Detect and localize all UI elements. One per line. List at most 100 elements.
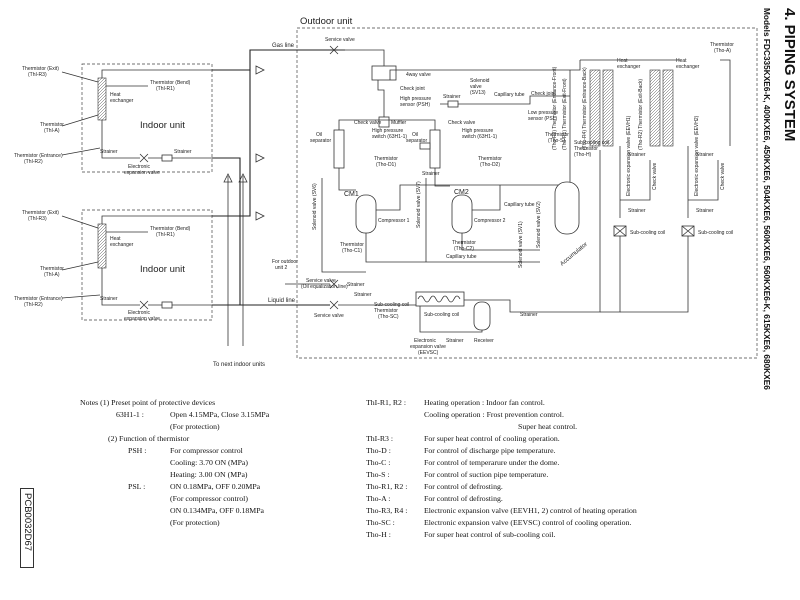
ohx-front-label-b: exchanger — [617, 64, 641, 70]
hps-label-b: sensor (PSH) — [400, 102, 430, 108]
func-key: ThI-R3 : — [366, 434, 394, 443]
sub-cooling-coil-r1: Sub-cooling coil — [630, 230, 665, 236]
notes-psl-2: (For compressor control) — [170, 494, 248, 503]
sv7-label: Solenoid valve (SV7) — [416, 181, 422, 228]
thi-r3-label-2: Thermistor (Exit) — [22, 210, 59, 216]
strainer-label-1b: Strainer — [174, 149, 192, 155]
strainer-r1: Strainer — [628, 152, 646, 158]
hps1-label-b: switch (63H1-1) — [372, 134, 407, 140]
func-value: Heating operation : Indoor fan control. — [424, 398, 545, 407]
func-key: Tho-R1, R2 : — [366, 482, 408, 491]
thi-r2-label-2: Thermistor (Entrance) — [14, 296, 63, 302]
notes-63h1-note: (For protection) — [170, 422, 220, 431]
check-valve-1-label: Check valve — [354, 120, 381, 126]
thi-r2-label-1: Thermistor (Entrance) — [14, 153, 63, 159]
outdoor-heat-exchanger-front-b — [602, 69, 614, 147]
strainer-label-top: Strainer — [443, 94, 461, 100]
func-value: For super heat control of sub-cooling co… — [424, 530, 556, 539]
lps-label: Low pressure — [528, 110, 558, 116]
thi-a-label-1b: (ThI-A) — [44, 128, 60, 134]
service-valve-bottom: Service valve — [314, 313, 344, 319]
sv13-label-c: (SV13) — [470, 90, 486, 96]
indoor-heat-exchanger-1 — [97, 77, 107, 121]
tho-r4-label: (Tho-R4) Thermistor (Entrance-Back) — [582, 67, 588, 150]
service-valve-oil-b: (Oil equalization line) — [301, 284, 348, 290]
func-value: Cooling operation : Frost prevention con… — [424, 410, 564, 419]
compressor2-label: Compressor 2 — [474, 218, 506, 224]
func-key: Tho-H : — [366, 530, 391, 539]
four-way-valve-label: 4way valve — [406, 72, 431, 78]
func-value: For control of defrosting. — [424, 494, 503, 503]
func-key: Tho-S : — [366, 470, 390, 479]
strainer-label-liquid: Strainer — [354, 292, 372, 298]
sub-cooling-coil-bottom — [415, 291, 465, 307]
strainer-r4: Strainer — [696, 208, 714, 214]
sv13-label-b: valve — [470, 84, 482, 90]
notes-psl-4: (For protection) — [170, 518, 220, 527]
tho-sc-label: Thermistor — [374, 308, 398, 314]
oil-sep-1-label: Oil — [316, 132, 322, 138]
thi-r3-label-1b: (ThI-R3) — [28, 72, 47, 78]
compressor1-label: Compressor 1 — [378, 218, 410, 224]
notes-psl-key: PSL : — [128, 482, 146, 491]
eevsc-label: Electronic — [414, 338, 436, 344]
check-valve-r1: Check valve — [652, 163, 658, 190]
eev-label-2b: expansion valve — [124, 316, 160, 322]
notes-heading: Notes (1) Preset point of protective dev… — [80, 398, 216, 407]
capillary-label-top: Capillary tube — [494, 92, 525, 98]
strainer-label-right: Strainer — [520, 312, 538, 318]
outdoor-heat-exchanger-back — [649, 69, 661, 147]
notes-psl-1: ON 0.18MPa, OFF 0.20MPa — [170, 482, 261, 491]
receiver — [473, 301, 491, 331]
accumulator-label: Accumulator — [559, 241, 588, 267]
eev-label-2: Electronic — [128, 310, 150, 316]
indoor-heat-exchanger-2 — [97, 223, 107, 269]
tho-r1-label: (Tho-R1) Thermistor (Exit-Front) — [562, 78, 568, 150]
tho-s-label-b: (Tho-S) — [548, 138, 565, 144]
accumulator — [554, 181, 580, 235]
strainer-label-mid: Strainer — [422, 171, 440, 177]
strainer-label-2: Strainer — [100, 296, 118, 302]
thi-r2-label-2b: (ThI-R2) — [24, 302, 43, 308]
func-value: For control of defrosting. — [424, 482, 503, 491]
outdoor-unit-label: Outdoor unit — [300, 16, 353, 27]
check-valve-r2: Check valve — [720, 163, 726, 190]
sv13-label: Solenoid — [470, 78, 490, 84]
func-key: Tho-R3, R4 : — [366, 506, 408, 515]
func-value: For control of discharge pipe temperatur… — [424, 446, 556, 455]
hx-label: Heat — [110, 92, 121, 98]
indoor-unit-2-label: Indoor unit — [140, 264, 185, 275]
oil-separator-1 — [333, 129, 345, 169]
sv6-label: Solenoid valve (SV6) — [312, 183, 318, 230]
eev-label-1b: expansion valve — [124, 170, 160, 176]
func-value: For control of temperarure under the dom… — [424, 458, 560, 467]
tho-d1-label: Thermistor — [374, 156, 398, 162]
service-valve-top: Service valve — [325, 37, 355, 43]
hps2-label: High pressure — [462, 128, 493, 134]
outdoor-heat-exchanger-front — [589, 69, 601, 147]
sub-cooling-coil-r2: Sub-cooling coil — [698, 230, 733, 236]
func-key: Tho-A : — [366, 494, 391, 503]
eevsc-label-b: expansion valve — [410, 344, 446, 350]
service-valve-oil: Service valve — [306, 278, 336, 284]
eev-label-1: Electronic — [128, 164, 150, 170]
notes-protective-devices: Notes (1) Preset point of protective dev… — [80, 397, 370, 557]
hx2-label: Heat — [110, 236, 121, 242]
notes-thermistor-heading: (2) Function of thermistor — [108, 434, 190, 443]
to-next-indoor-label: To next indoor units — [213, 362, 265, 368]
four-way-valve — [371, 65, 397, 81]
strainer-label-bottom: Strainer — [446, 338, 464, 344]
func-key: Tho-C : — [366, 458, 391, 467]
eevh1-label: Electronic expansion valve (EEVH1) — [626, 115, 632, 196]
notes-psh-key: PSH : — [128, 446, 147, 455]
ohx-back-label: Heat — [676, 58, 687, 64]
thi-r1-label-1b: (ThI-R1) — [156, 86, 175, 92]
indoor-unit-1: Indoor unit Heat exchanger Strainer Stra… — [14, 63, 213, 176]
check-valve-2-label: Check valve — [448, 120, 475, 126]
hps2-label-b: switch (63H1-1) — [462, 134, 497, 140]
thi-r1-label-1: Thermistor (Bend) — [150, 80, 191, 86]
func-value: For control of suction pipe temperature. — [424, 470, 549, 479]
notes-psh-1: For compressor control — [170, 446, 243, 455]
